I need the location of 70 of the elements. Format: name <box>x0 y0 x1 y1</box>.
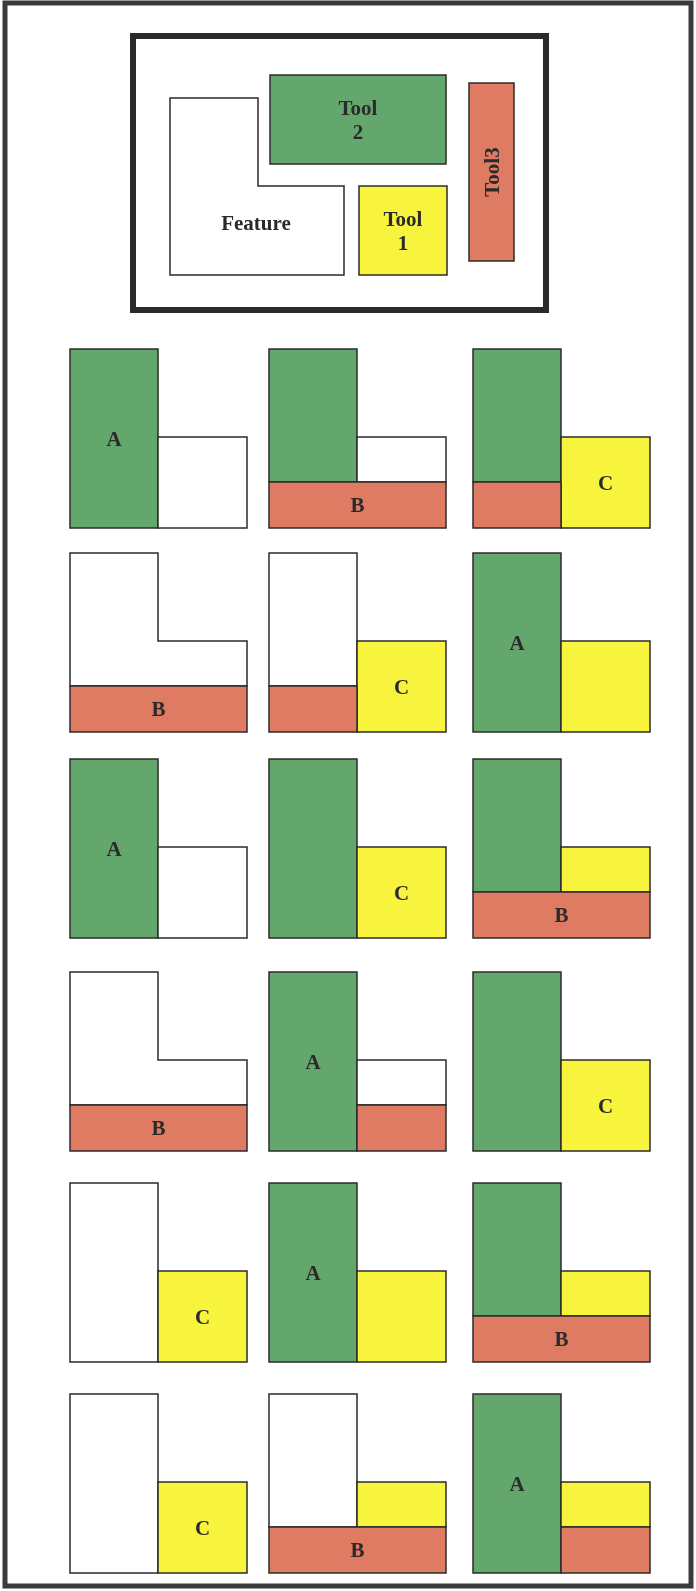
tool-label: A <box>305 1049 321 1074</box>
tool-label: B <box>151 696 166 722</box>
tool-block <box>70 686 247 732</box>
tool-block <box>357 1105 446 1151</box>
tool-block <box>359 186 447 275</box>
tool-block <box>269 759 357 938</box>
feature-region <box>357 437 446 482</box>
tool-block <box>269 1183 357 1362</box>
tool-label: A <box>106 836 122 861</box>
tool-block <box>561 847 650 892</box>
feature-region <box>70 1394 158 1573</box>
tool-block <box>269 686 357 732</box>
tool-label: A <box>509 1471 525 1496</box>
tool-label: Tool3 <box>479 147 504 197</box>
tool-block <box>270 75 446 164</box>
tool-label: Tool 1 <box>382 206 424 255</box>
feature-region <box>269 553 357 686</box>
tool-block <box>269 972 357 1151</box>
tool-block <box>357 847 446 938</box>
tool-label: C <box>393 880 410 905</box>
tool-label: Tool 2 <box>337 95 379 144</box>
tool-block <box>473 1316 650 1362</box>
feature-region <box>70 972 247 1105</box>
tool-block <box>70 759 158 938</box>
tool-block <box>269 1527 446 1573</box>
tool-block <box>357 641 446 732</box>
tool-label: B <box>350 1537 365 1563</box>
tool-label: B <box>554 902 569 928</box>
tool-label: Feature <box>221 210 291 236</box>
tool-block <box>561 1271 650 1316</box>
feature-region <box>357 1060 446 1105</box>
tool-block <box>70 1105 247 1151</box>
tool-label: C <box>194 1515 211 1540</box>
tool-label: A <box>106 426 122 451</box>
feature-region <box>158 847 247 938</box>
tool-block <box>473 1394 561 1573</box>
tool-block <box>473 972 561 1151</box>
tool-block <box>561 437 650 528</box>
feature-region <box>70 1183 158 1362</box>
tool-block <box>561 641 650 732</box>
tool-block <box>70 349 158 528</box>
tool-label: B <box>350 492 365 518</box>
feature-region <box>70 553 247 686</box>
tool-block <box>561 1527 650 1573</box>
tool-label: C <box>393 674 410 699</box>
tool-block <box>158 1482 247 1573</box>
tool-block <box>561 1482 650 1527</box>
tool-block <box>473 892 650 938</box>
tool-label: C <box>597 1093 614 1118</box>
tool-label: A <box>509 630 525 655</box>
feature-region <box>269 1394 357 1527</box>
feature-region <box>158 437 247 528</box>
tool-block <box>357 1271 446 1362</box>
tool-label: C <box>194 1304 211 1329</box>
tool-block <box>473 349 561 482</box>
tool-block <box>473 482 561 528</box>
tool-block <box>473 553 561 732</box>
tool-block <box>269 349 357 482</box>
tool-label: B <box>151 1115 166 1141</box>
tool-label: C <box>597 470 614 495</box>
tool-block <box>269 482 446 528</box>
tool-label: B <box>554 1326 569 1352</box>
tool-block <box>473 759 561 892</box>
tool-block <box>561 1060 650 1151</box>
tool-block <box>469 83 514 261</box>
tool-block <box>473 1183 561 1316</box>
tool-set-frame <box>130 33 549 313</box>
tool-block <box>158 1271 247 1362</box>
tool-block <box>357 1482 446 1527</box>
tool-label: A <box>305 1260 321 1285</box>
